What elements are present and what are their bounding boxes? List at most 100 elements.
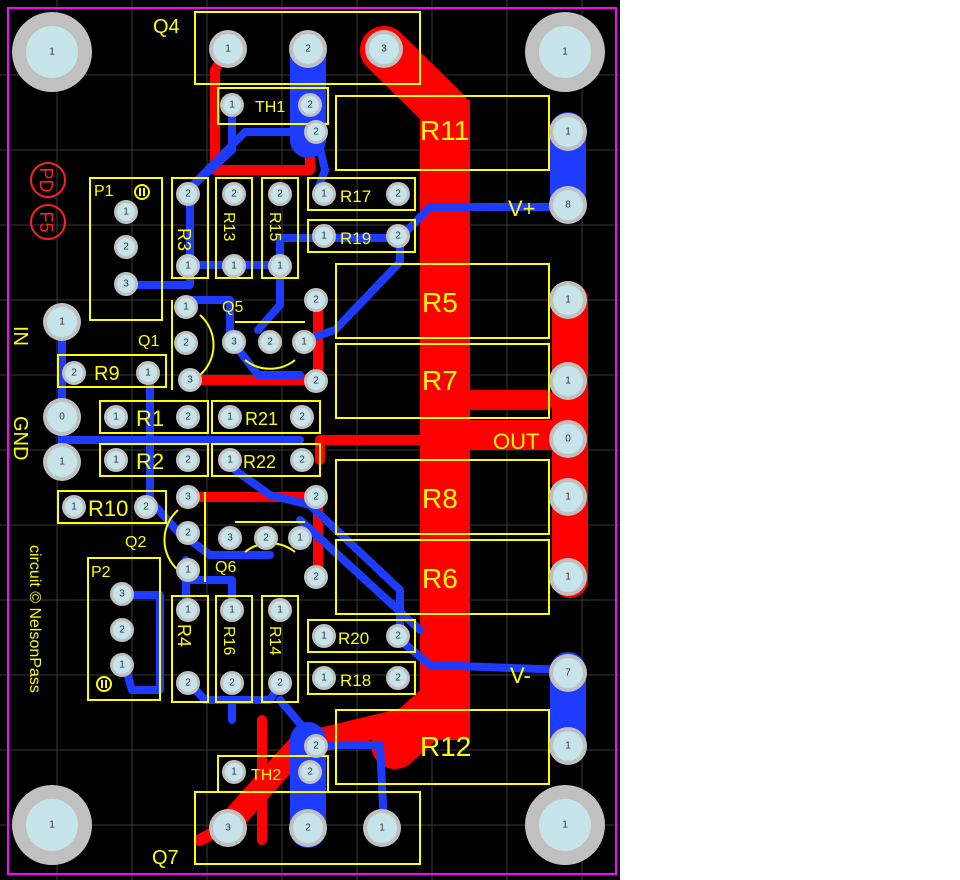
pad-hole — [225, 763, 243, 781]
pad-hole — [367, 813, 397, 843]
pad-number: 2 — [185, 678, 191, 689]
label-q5: Q5 — [222, 299, 243, 316]
pad-hole — [47, 447, 77, 477]
silkscreen-outlines — [57, 11, 550, 865]
pad-number: 1 — [113, 455, 119, 466]
pad-hole — [315, 669, 333, 687]
pad-hole — [307, 123, 325, 141]
label-r21: R21 — [245, 409, 278, 429]
pad-number: 2 — [267, 337, 273, 348]
pad-hole — [213, 813, 243, 843]
pad-number-mount: 1 — [562, 47, 568, 58]
pad-number: 2 — [305, 823, 311, 834]
pad-number: 1 — [565, 295, 571, 306]
pad-hole — [223, 96, 241, 114]
pad-number: 3 — [227, 533, 233, 544]
pad-number: 1 — [185, 565, 191, 576]
pad-number: 1 — [185, 261, 191, 272]
label-th2: TH2 — [251, 767, 281, 784]
pad-number: 1 — [301, 337, 307, 348]
label-q6: Q6 — [215, 559, 236, 576]
label-r14: R14 — [266, 626, 283, 655]
pad-number: 1 — [183, 302, 189, 313]
pad-hole — [223, 601, 241, 619]
pad-hole — [271, 185, 289, 203]
label-gnd: GND — [9, 416, 31, 460]
pad-number: 1 — [113, 412, 119, 423]
label-q2: Q2 — [125, 534, 146, 551]
pad-hole — [271, 601, 289, 619]
pad-number: 2 — [229, 678, 235, 689]
pad-hole — [117, 238, 135, 256]
pad-number: 3 — [225, 823, 231, 834]
pad-number: 2 — [119, 625, 125, 636]
pad-number: 2 — [395, 673, 401, 684]
pad-number: 2 — [143, 502, 149, 513]
pad-number: 3 — [187, 375, 193, 386]
label-r5: R5 — [422, 287, 458, 318]
pad-hole — [47, 402, 77, 432]
pad-number: 1 — [59, 317, 65, 328]
mark-pd: PD — [36, 167, 56, 192]
label-r18: R18 — [340, 671, 371, 690]
pad-hole — [293, 813, 323, 843]
pad-hole — [307, 568, 325, 586]
pad-hole — [225, 333, 243, 351]
label-r20: R20 — [338, 629, 369, 648]
pad-number: 1 — [229, 605, 235, 616]
pad-hole — [293, 451, 311, 469]
pad-number: 2 — [313, 295, 319, 306]
pad-number: 1 — [59, 457, 65, 468]
pad-number: 2 — [277, 678, 283, 689]
pad-hole — [307, 737, 325, 755]
pad-numbers: 1 1 1 1 1 2 3 1 2 2 1 8 1 2 3 2 2 2 1 1 … — [49, 44, 571, 834]
pad-hole — [179, 185, 197, 203]
pad-number: 2 — [307, 767, 313, 778]
pad-hole — [553, 366, 583, 396]
pad-number: 1 — [145, 368, 151, 379]
label-r6: R6 — [422, 563, 458, 594]
component-pads — [43, 30, 587, 847]
label-q7: Q7 — [152, 847, 179, 869]
pad-number: 2 — [299, 455, 305, 466]
label-p1: P1 — [94, 183, 114, 200]
pad-hole — [553, 424, 583, 454]
pad-hole — [177, 334, 195, 352]
pad-number: 1 — [321, 189, 327, 200]
label-out: OUT — [493, 429, 539, 454]
pad-hole — [179, 257, 197, 275]
pad-hole — [553, 190, 583, 220]
pad-hole — [113, 585, 131, 603]
pad-hole — [181, 371, 199, 389]
pad-hole — [389, 627, 407, 645]
pad-number: 1 — [123, 207, 129, 218]
label-r9: R9 — [94, 363, 120, 385]
pad-number: 1 — [231, 767, 237, 778]
pad-number: 2 — [231, 189, 237, 200]
pad-hole — [389, 669, 407, 687]
label-r15: R15 — [266, 212, 283, 241]
label-in: IN — [9, 326, 31, 346]
label-r3: R3 — [174, 228, 194, 251]
pad-number: 2 — [313, 492, 319, 503]
pad-hole — [107, 408, 125, 426]
credit-text: circuit © NelsonPass — [26, 545, 43, 693]
pad-hole — [315, 227, 333, 245]
pad-hole — [553, 731, 583, 761]
pad-number: 1 — [321, 631, 327, 642]
pad-hole — [293, 408, 311, 426]
pad-hole — [221, 408, 239, 426]
pad-number: 1 — [565, 127, 571, 138]
pad-number: 1 — [565, 741, 571, 752]
pad-number-mount: 1 — [49, 820, 55, 831]
pad-number: 3 — [231, 337, 237, 348]
label-vplus: V+ — [508, 196, 536, 221]
pad-hole — [221, 451, 239, 469]
pad-hole — [261, 333, 279, 351]
pad-number: 2 — [185, 412, 191, 423]
pad-number: 2 — [395, 189, 401, 200]
pad-number: 0 — [59, 412, 65, 423]
pad-number: 1 — [379, 823, 385, 834]
pad-hole — [179, 601, 197, 619]
pad-hole — [389, 227, 407, 245]
